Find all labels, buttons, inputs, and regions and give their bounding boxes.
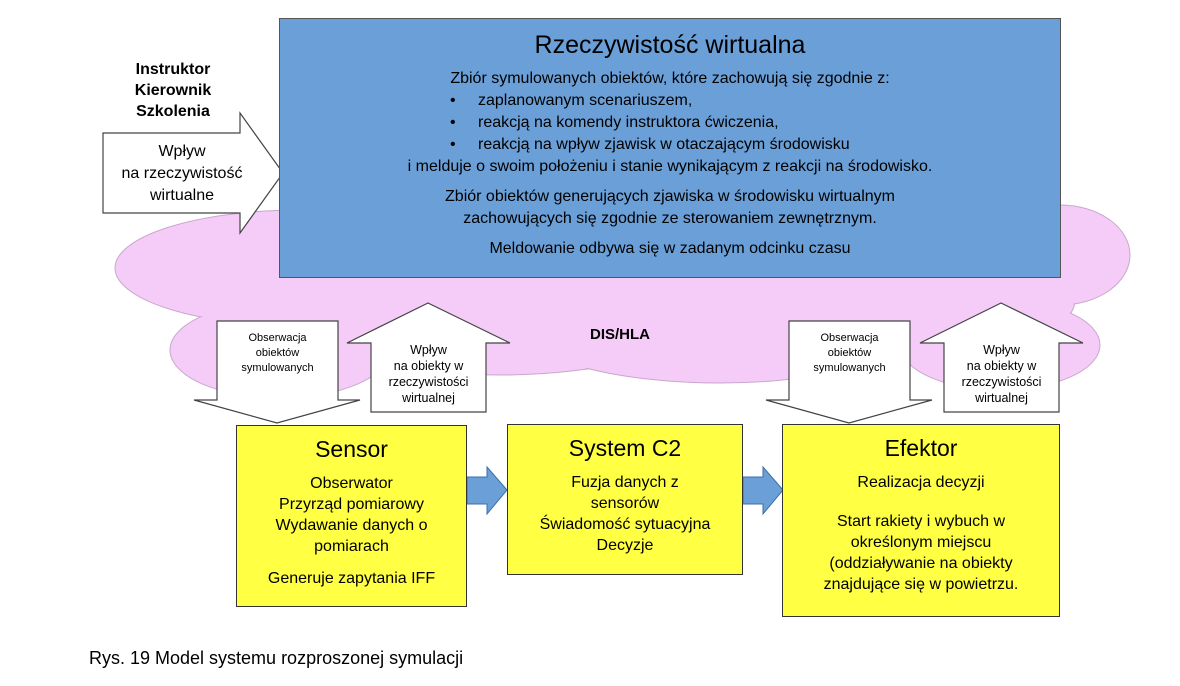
effector-title: Efektor — [884, 435, 958, 461]
effector-line: (oddziaływanie na obiekty — [829, 555, 1013, 572]
observation-line: obiektów — [827, 347, 872, 359]
connector-arrow-sensor-c2 — [466, 465, 508, 516]
instructor-line: Instruktor — [135, 61, 211, 78]
observation-label-right: Obserwacja obiektów symulowanych — [789, 331, 910, 376]
connector-arrow-c2-effector — [742, 465, 784, 516]
influence-arrow-shape — [102, 111, 284, 235]
virtual-reality-box: Rzeczywistość wirtualna Zbiór symulowany… — [279, 18, 1061, 278]
sensor-line: Generuje zapytania IFF — [267, 570, 436, 587]
sensor-title: Sensor — [315, 436, 388, 462]
instructor-line: Szkolenia — [136, 103, 210, 120]
effector-box: Efektor Realizacja decyzji Start rakiety… — [782, 424, 1060, 617]
influence-objects-line: rzeczywistości — [388, 375, 469, 389]
c2-line: Fuzja danych z — [571, 474, 679, 491]
effector-line: Start rakiety i wybuch w — [836, 513, 1006, 530]
influence-objects-line: rzeczywistości — [961, 375, 1042, 389]
virtual-reality-intro: Zbiór symulowanych obiektów, które zacho… — [450, 70, 890, 87]
virtual-reality-para3: Meldowanie odbywa się w zadanym odcinku … — [489, 240, 851, 257]
observation-label-left: Obserwacja obiektów symulowanych — [217, 331, 338, 376]
influence-objects-line: wirtualnej — [975, 391, 1028, 405]
virtual-reality-para2-line1: Zbiór obiektów generujących zjawiska w ś… — [445, 188, 895, 205]
influence-objects-arrow-right — [919, 302, 1084, 413]
virtual-reality-after-bullets: i melduje o swoim położeniu i stanie wyn… — [407, 158, 933, 175]
virtual-reality-description: Zbiór symulowanych obiektów, które zacho… — [280, 68, 1060, 260]
virtual-reality-title: Rzeczywistość wirtualna — [534, 31, 806, 59]
effector-line: znajdujące się w powietrzu. — [823, 576, 1019, 593]
influence-objects-line: na obiekty w — [966, 359, 1037, 373]
influence-objects-line: na obiekty w — [393, 359, 464, 373]
bullet-item: reakcją na komendy instruktora ćwiczenia… — [450, 112, 890, 134]
instructor-label: Instruktor Kierownik Szkolenia — [108, 59, 238, 122]
observation-arrow-left — [193, 320, 361, 424]
sensor-box: Sensor Obserwator Przyrząd pomiarowy Wyd… — [236, 425, 467, 607]
c2-box: System C2 Fuzja danych z sensorów Świado… — [507, 424, 743, 575]
sensor-line: pomiarach — [314, 538, 389, 555]
influence-objects-label-right: Wpływ na obiekty w rzeczywistości wirtua… — [944, 342, 1059, 406]
influence-objects-line: wirtualnej — [402, 391, 455, 405]
observation-line: symulowanych — [241, 362, 314, 374]
observation-line: symulowanych — [813, 362, 886, 374]
observation-line: obiektów — [255, 347, 300, 359]
influence-objects-label-left: Wpływ na obiekty w rzeczywistości wirtua… — [371, 342, 486, 406]
influence-objects-arrow-left — [346, 302, 511, 413]
c2-title: System C2 — [568, 435, 682, 461]
sensor-line: Obserwator — [310, 475, 393, 492]
influence-objects-line: Wpływ — [983, 343, 1020, 357]
observation-arrow-right — [765, 320, 933, 424]
influence-line: Wpływ — [158, 143, 206, 160]
c2-line: Świadomość sytuacyjna — [539, 516, 711, 533]
c2-line: Decyzje — [596, 537, 654, 554]
cloud-label: DIS/HLA — [590, 326, 650, 343]
influence-line: wirtualne — [149, 187, 215, 204]
observation-line: Obserwacja — [248, 332, 307, 344]
bullet-item: zaplanowanym scenariuszem, — [450, 90, 890, 112]
figure-caption: Rys. 19 Model systemu rozproszonej symul… — [89, 648, 464, 668]
effector-line: określonym miejscu — [850, 534, 992, 551]
sensor-line: Wydawanie danych o — [275, 517, 428, 534]
influence-objects-line: Wpływ — [410, 343, 447, 357]
virtual-reality-bullets: zaplanowanym scenariuszem, reakcją na ko… — [450, 90, 890, 156]
virtual-reality-para2-line2: zachowujących się zgodnie ze sterowaniem… — [463, 210, 877, 227]
sensor-line: Przyrząd pomiarowy — [279, 496, 424, 513]
observation-line: Obserwacja — [820, 332, 879, 344]
influence-line: na rzeczywistość — [121, 165, 243, 182]
instructor-line: Kierownik — [134, 82, 212, 99]
effector-line: Realizacja decyzji — [857, 474, 985, 491]
influence-arrow-label: Wpływ na rzeczywistość wirtualne — [103, 141, 261, 207]
bullet-item: reakcją na wpływ zjawisk w otaczającym ś… — [450, 134, 890, 156]
c2-line: sensorów — [590, 495, 660, 512]
